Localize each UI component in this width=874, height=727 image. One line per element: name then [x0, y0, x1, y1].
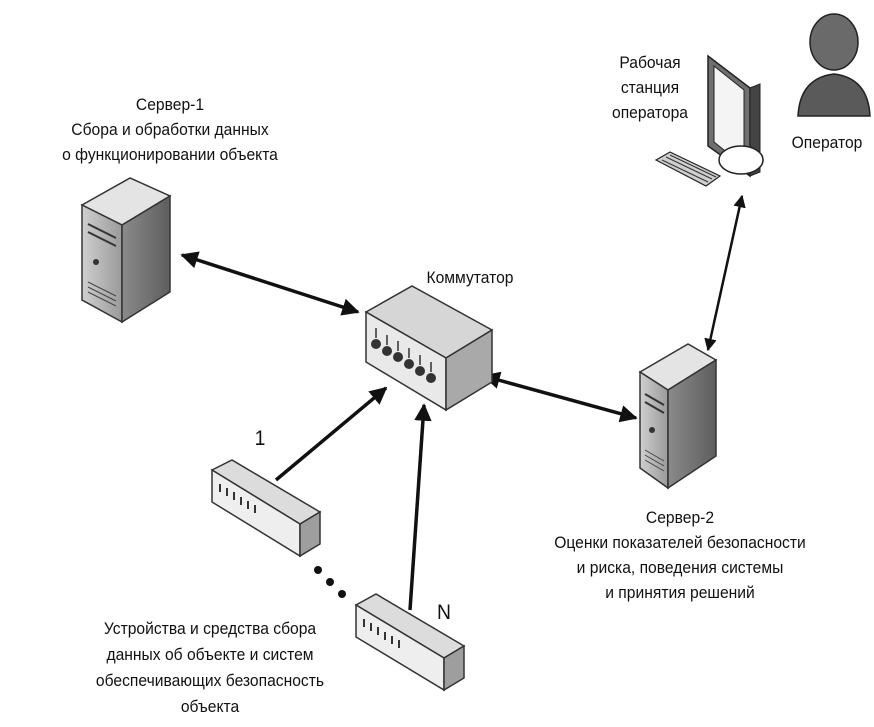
server1-icon [80, 177, 172, 324]
server2-line-3: и принятия решений [605, 583, 755, 602]
devices-line-2: данных об объекте и систем [106, 645, 314, 664]
workstation-line-1: Рабочая [619, 53, 681, 72]
server1-line-1: Сбора и обработки данных [71, 120, 269, 139]
workstation-icon [654, 54, 764, 187]
link-workstation-server2 [704, 194, 746, 352]
server1-line-2: о функционировании объекта [62, 145, 278, 164]
server2-icon [638, 343, 718, 490]
device-1-icon [210, 459, 322, 558]
server2-line-1: Оценки показателей безопасности [554, 533, 806, 552]
operator-label: Оператор [791, 133, 863, 152]
workstation-line-3: оператора [611, 103, 688, 122]
server1-title: Сервер-1 [135, 95, 205, 114]
device-n-icon [354, 593, 466, 692]
server2-label: Сервер-2 Оценки показателей безопасности… [533, 505, 827, 605]
server2-line-2: и риска, поведения системы [576, 558, 784, 577]
operator-icon [797, 13, 871, 117]
devices-label: Устройства и средства сбора данных об об… [72, 616, 348, 720]
devices-line-1: Устройства и средства сбора [103, 619, 317, 638]
server1-label: Сервер-1 Сбора и обработки данных о функ… [14, 92, 327, 167]
device-n-label: N [437, 601, 451, 624]
link-server1-switch [180, 251, 360, 316]
devices-line-3: обеспечивающих безопасность [95, 671, 325, 690]
device-1-label: 1 [254, 427, 266, 450]
switch-label: Коммутатор [426, 268, 514, 287]
server2-title: Сервер-2 [645, 508, 715, 527]
workstation-label: Рабочая станция оператора [586, 50, 715, 125]
switch-icon [364, 285, 494, 412]
devices-line-4: объекта [180, 697, 240, 716]
link-deviceN-switch [408, 403, 432, 611]
link-switch-server2 [482, 371, 638, 423]
link-device1-switch [274, 386, 388, 482]
workstation-line-2: станция [620, 78, 680, 97]
ellipsis-dots [314, 566, 346, 598]
